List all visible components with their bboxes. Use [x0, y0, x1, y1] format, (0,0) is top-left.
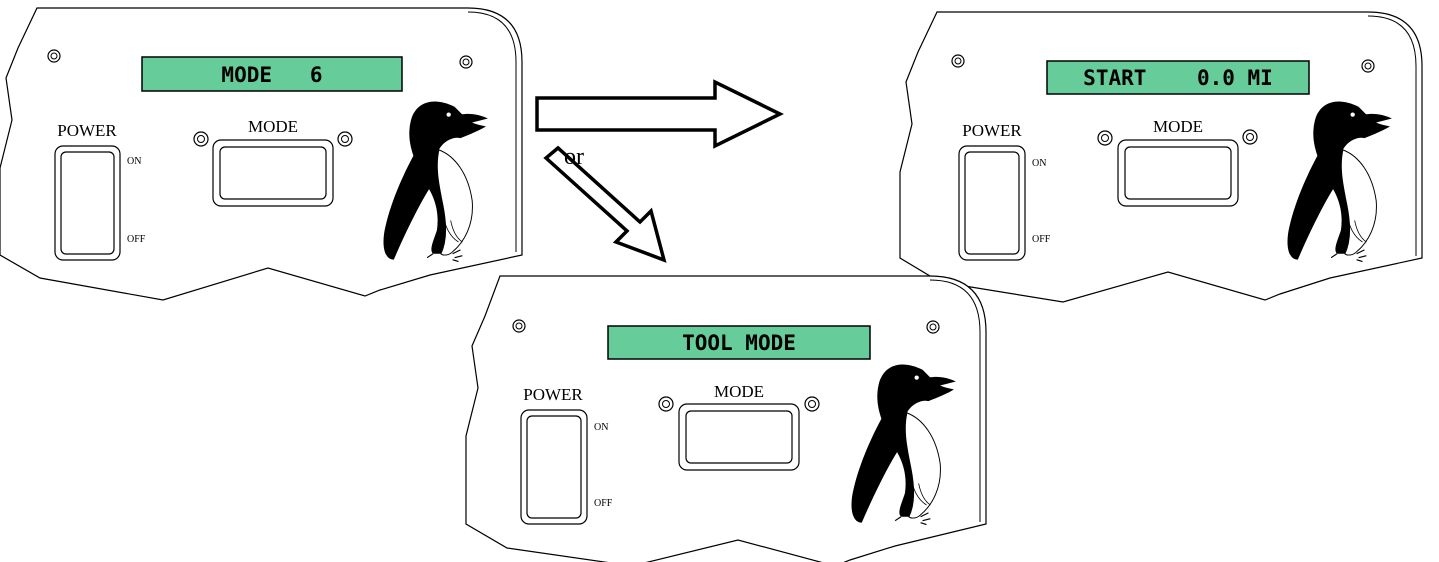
switch-off-label: OFF: [1032, 234, 1051, 245]
mode-label: MODE: [714, 382, 764, 401]
panel-inner-edge: [467, 11, 517, 252]
screw-icon: [804, 396, 820, 412]
screw-icon: [459, 55, 473, 69]
lcd-display-text: TOOL MODE: [682, 331, 796, 355]
screw-icon: [1361, 59, 1375, 73]
screw-icon: [193, 131, 209, 147]
screw-icon: [1097, 130, 1113, 146]
screw-icon: [47, 49, 61, 63]
screw-icon: [1242, 129, 1258, 145]
power-switch-rocker[interactable]: [526, 415, 582, 519]
power-switch-rocker[interactable]: [60, 151, 115, 255]
mode-label: MODE: [1153, 117, 1203, 136]
power-label: POWER: [962, 121, 1022, 140]
lcd-display-text: MODE 6: [221, 63, 322, 87]
lcd-display-text: START 0.0 MI: [1083, 66, 1273, 90]
arrow-right-icon: [535, 79, 784, 149]
power-label: POWER: [57, 121, 117, 140]
panel-inner-edge: [1367, 15, 1417, 256]
screw-icon: [337, 131, 353, 147]
lcd-display: [141, 56, 403, 92]
panel-initial: MODE 6 POWER ON OFF MODE: [0, 7, 523, 301]
screw-icon: [512, 319, 526, 333]
switch-on-label: ON: [127, 156, 141, 167]
mode-button-face[interactable]: [1124, 146, 1232, 200]
switch-on-label: ON: [1032, 158, 1046, 169]
mode-button-face[interactable]: [219, 146, 327, 200]
switch-off-label: OFF: [594, 498, 613, 509]
power-label: POWER: [523, 385, 583, 404]
mode-label: MODE: [248, 117, 298, 136]
panel-tool: TOOL MODE POWER ON OFF MODE: [465, 275, 987, 562]
panel-inner-edge: [929, 279, 981, 522]
switch-on-label: ON: [594, 422, 608, 433]
screw-icon: [926, 320, 940, 334]
screw-icon: [658, 396, 674, 412]
screw-icon: [951, 54, 965, 68]
lcd-display: [607, 325, 871, 360]
power-switch-rocker[interactable]: [964, 151, 1020, 255]
mode-button-face[interactable]: [685, 410, 793, 464]
panel-start: START 0.0 MI POWER ON OFF MODE: [899, 11, 1423, 303]
lcd-display: [1046, 60, 1310, 95]
switch-off-label: OFF: [127, 234, 146, 245]
or-label: or: [564, 144, 584, 170]
arrow-down-right-icon: [543, 145, 667, 263]
